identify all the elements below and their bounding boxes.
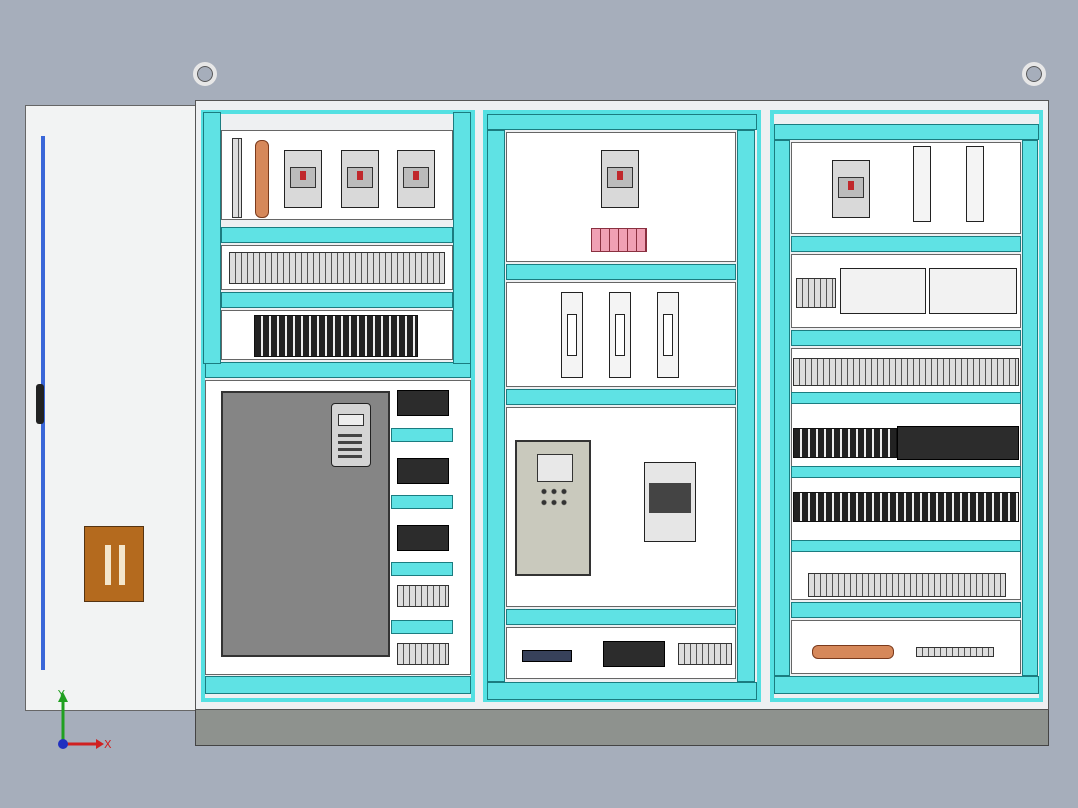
right-rail — [791, 466, 1021, 478]
terminal-block-rows — [793, 358, 1019, 386]
right-rail — [791, 392, 1021, 404]
left-upright — [453, 112, 471, 364]
plc-module — [929, 268, 1017, 314]
cabinet-door — [25, 105, 197, 711]
left-small-rail — [391, 428, 453, 442]
soft-starter-buttons — [539, 486, 569, 508]
terminal-blocks — [678, 643, 732, 665]
right-upright — [1022, 140, 1038, 676]
terminal-blocks — [397, 458, 449, 484]
plc-io-terminals — [796, 278, 836, 308]
lifting-eye-right — [1022, 62, 1046, 86]
left-rail — [205, 362, 471, 378]
left-rail-bottom — [205, 676, 471, 694]
pink-terminals — [591, 228, 647, 252]
frequency-inverter — [221, 391, 390, 657]
middle-upright — [737, 130, 755, 682]
left-small-rail — [391, 620, 453, 634]
terminal-block-rows — [808, 573, 1006, 597]
terminal-blocks — [397, 390, 449, 416]
left-upright — [203, 112, 221, 364]
right-cabinet-frame — [770, 110, 1043, 702]
middle-rail — [487, 114, 757, 130]
soft-starter-display — [537, 454, 573, 482]
middle-upright — [487, 130, 505, 682]
circuit-breaker — [341, 150, 379, 208]
terminal-blocks — [522, 650, 572, 662]
middle-rail-bottom — [487, 682, 757, 700]
copper-busbar — [255, 140, 269, 218]
circuit-breaker — [832, 160, 870, 218]
left-cabinet-frame — [201, 110, 475, 702]
terminal-blocks — [603, 641, 665, 667]
terminal-block-rows — [897, 426, 1019, 460]
right-rail-bottom — [774, 676, 1039, 694]
middle-rail — [506, 389, 736, 405]
x-axis-label: X — [104, 738, 112, 751]
lifting-eye-left — [193, 62, 217, 86]
middle-rail — [506, 264, 736, 280]
circuit-breaker — [397, 150, 435, 208]
right-rail — [791, 540, 1021, 552]
terminal-blocks — [397, 585, 449, 607]
circuit-breaker — [284, 150, 322, 208]
door-hinge — [36, 384, 44, 424]
plc-module — [840, 268, 926, 314]
terminal-block-row — [229, 252, 445, 284]
right-rail — [774, 124, 1039, 140]
left-rail — [221, 227, 453, 243]
left-rail — [221, 292, 453, 308]
y-axis-label: Y — [57, 688, 65, 701]
soft-starter — [515, 440, 591, 576]
door-handle — [84, 526, 144, 602]
y-axis-arrowhead — [58, 692, 68, 702]
middle-rail — [506, 609, 736, 625]
right-rail — [791, 602, 1021, 618]
right-rail — [791, 330, 1021, 346]
axis-triad: Y X — [57, 688, 112, 751]
right-rail — [791, 236, 1021, 252]
inverter-keypad — [331, 403, 371, 467]
middle-cabinet-frame — [483, 110, 761, 702]
terminal-blocks — [397, 525, 449, 551]
origin-marker — [58, 739, 68, 749]
left-small-rail — [391, 562, 453, 576]
din-module — [913, 146, 931, 222]
fuse-holder — [657, 292, 679, 378]
relay-row — [254, 315, 418, 357]
left-small-rail — [391, 495, 453, 509]
cabinet-plinth — [195, 706, 1049, 746]
terminal-block-rows — [793, 428, 897, 458]
din-module — [966, 146, 984, 222]
terminal-block-rows — [793, 492, 1019, 522]
fuse-holder — [609, 292, 631, 378]
circuit-breaker — [601, 150, 639, 208]
copper-busbar — [812, 645, 894, 659]
terminal-strip — [232, 138, 242, 218]
x-axis-arrowhead — [96, 739, 104, 749]
right-plate-top — [791, 142, 1021, 234]
terminal-blocks — [397, 643, 449, 665]
fuse-holder — [561, 292, 583, 378]
right-upright — [774, 140, 790, 676]
terminal-strip — [916, 647, 994, 657]
contactor — [644, 462, 696, 542]
